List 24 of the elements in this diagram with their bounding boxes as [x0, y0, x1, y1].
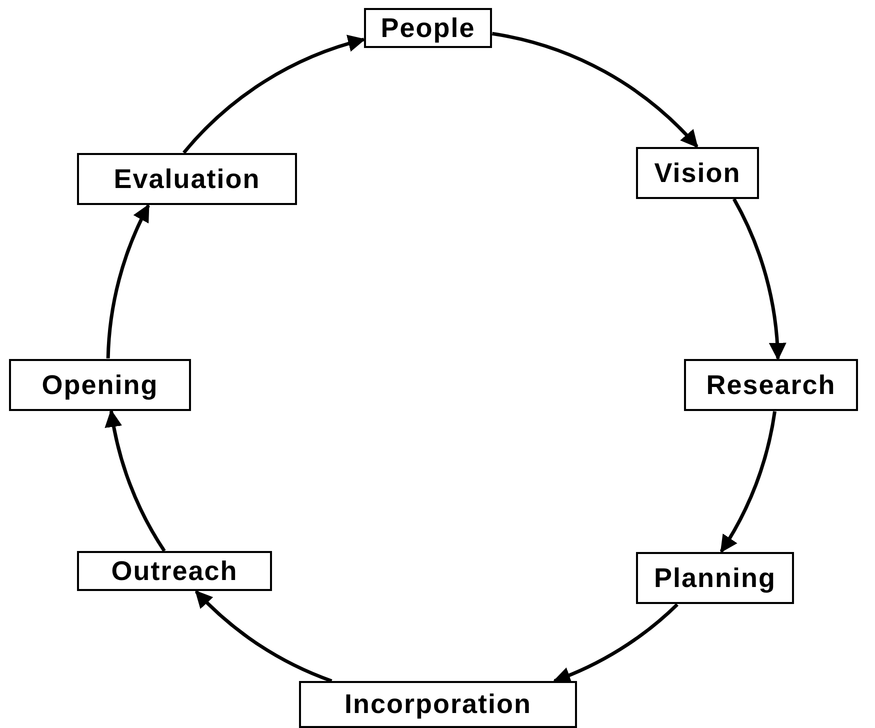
step-label: Planning	[654, 562, 776, 594]
step-box	[636, 147, 759, 199]
cycle-arrow	[106, 204, 150, 358]
step-label: Evaluation	[114, 164, 260, 194]
step-label: Outreach	[111, 556, 238, 586]
cycle-arrow	[720, 411, 776, 553]
cycle-arrow	[732, 198, 786, 360]
cycle-arrow	[194, 590, 332, 683]
cycle-arrow	[182, 35, 366, 154]
step-box	[299, 681, 577, 728]
step-box	[77, 153, 297, 205]
step-box	[364, 8, 492, 48]
cycle-arrow	[105, 409, 166, 552]
step-label: Opening	[42, 370, 158, 400]
step-label: People	[380, 12, 476, 44]
step-box	[77, 551, 272, 591]
step-box	[9, 359, 191, 411]
step-label: Incorporation	[344, 689, 532, 720]
step-box	[684, 359, 858, 411]
step-label: Research	[706, 370, 836, 400]
cycle-arrow	[552, 603, 678, 684]
step-box	[636, 552, 794, 604]
step-label: Vision	[654, 158, 741, 188]
cycle-arrow	[492, 32, 698, 148]
